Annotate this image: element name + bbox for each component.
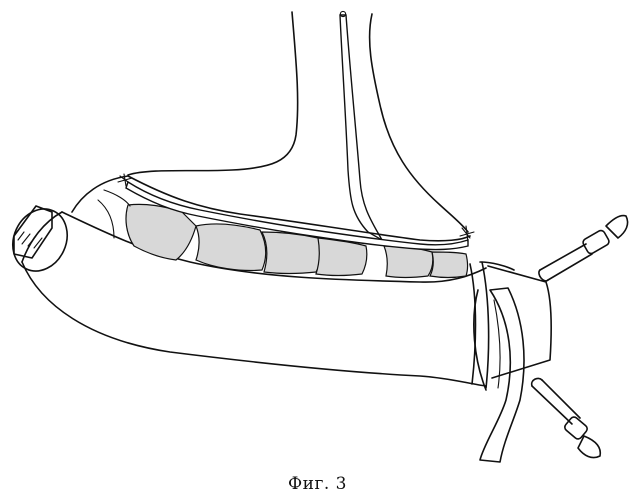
upper-instrument (539, 216, 628, 281)
figure-caption: Фиг. 3 (0, 474, 635, 494)
tube-body (22, 176, 486, 386)
right-band (470, 262, 551, 462)
figure-drawing (0, 0, 635, 470)
lower-instrument (532, 378, 601, 457)
central-duct (340, 11, 382, 240)
tube-end-cap (3, 200, 77, 280)
